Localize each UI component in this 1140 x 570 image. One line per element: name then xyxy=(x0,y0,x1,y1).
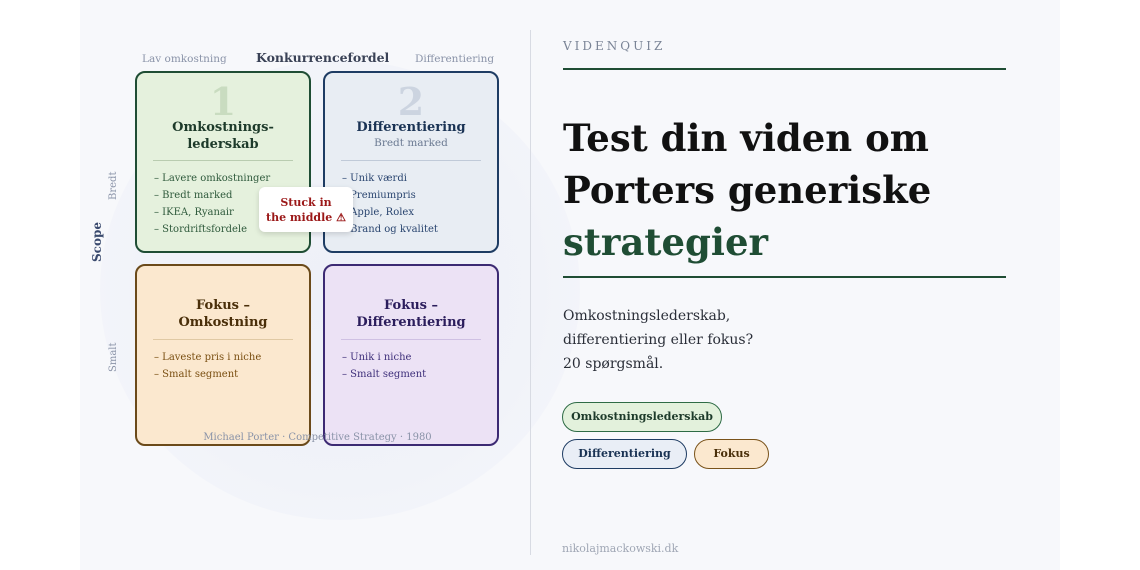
source-credit: Michael Porter · Competitive Strategy · … xyxy=(203,432,432,443)
quadrant-number: 2 xyxy=(397,79,425,124)
headline-line: Test din viden om xyxy=(563,116,929,160)
quadrant-title: Fokus –Differentiering xyxy=(356,298,466,330)
stuck-in-the-middle-callout: Stuck in the middle ⚠ xyxy=(259,187,353,232)
divider xyxy=(153,160,293,161)
list-item: – Bredt marked xyxy=(154,190,233,201)
callout-line: the middle ⚠ xyxy=(266,211,346,224)
headline-accent: strategier xyxy=(563,220,768,264)
quadrant-items: – Lavere omkostninger – Bredt marked – I… xyxy=(154,170,301,238)
quadrant-items: – Unik i niche – Smalt segment xyxy=(342,349,489,383)
eyebrow-label: VIDENQUIZ xyxy=(563,39,666,53)
bottom-rule xyxy=(563,276,1006,278)
axis-broad-label: Bredt xyxy=(108,171,119,200)
axis-competitive-advantage-title: Konkurrencefordel xyxy=(256,50,390,65)
description-line: 20 spørgsmål. xyxy=(563,356,664,372)
divider xyxy=(153,339,293,340)
quadrant-items: – Unik værdi – Premiumpris – Apple, Role… xyxy=(342,170,489,238)
list-item: – Smalt segment xyxy=(342,369,427,380)
vertical-divider xyxy=(530,30,531,555)
quadrant-focus-differentiation: Fokus –Differentiering – Unik i niche – … xyxy=(323,264,499,446)
list-item: – IKEA, Ryanair xyxy=(154,207,234,218)
description: Omkostningslederskab, differentiering el… xyxy=(563,304,863,376)
quadrant-title: Fokus –Omkostning xyxy=(178,298,268,330)
axis-narrow-label: Smalt xyxy=(108,342,119,372)
headline-line: Porters generiske xyxy=(563,168,932,212)
list-item: – Unik i niche xyxy=(342,352,412,363)
list-item: – Unik værdi xyxy=(342,173,407,184)
top-rule xyxy=(563,68,1006,70)
list-item: – Smalt segment xyxy=(154,369,239,380)
list-item: – Stordriftsfordele xyxy=(154,224,248,235)
list-item: – Lavere omkostninger xyxy=(154,173,271,184)
axis-scope-title: Scope xyxy=(90,221,104,262)
description-line: Omkostningslederskab, xyxy=(563,308,731,324)
page-canvas: Lav omkostning Konkurrencefordel Differe… xyxy=(80,0,1060,570)
list-item: – Premiumpris xyxy=(342,190,416,201)
quadrant-number: 1 xyxy=(209,79,237,124)
quadrant-title: Omkostnings-lederskab xyxy=(172,120,274,152)
divider xyxy=(341,160,481,161)
divider xyxy=(341,339,481,340)
quadrant-focus-cost: Fokus –Omkostning – Laveste pris i niche… xyxy=(135,264,311,446)
axis-differentiation-label: Differentiering xyxy=(415,53,495,65)
axis-low-cost-label: Lav omkostning xyxy=(142,53,227,65)
headline: Test din viden om Porters generiske stra… xyxy=(563,112,1003,268)
footer-url[interactable]: nikolajmackowski.dk xyxy=(562,542,679,555)
chip-cost-leadership[interactable]: Omkostningslederskab xyxy=(562,402,722,432)
chip-differentiation[interactable]: Differentiering xyxy=(562,439,687,469)
list-item: – Brand og kvalitet xyxy=(342,224,438,235)
list-item: – Laveste pris i niche xyxy=(154,352,262,363)
quadrant-cost-leadership: 1 Omkostnings-lederskab – Lavere omkostn… xyxy=(135,71,311,253)
quadrant-items: – Laveste pris i niche – Smalt segment xyxy=(154,349,301,383)
quadrant-title: Differentiering xyxy=(356,120,466,135)
list-item: – Apple, Rolex xyxy=(342,207,414,218)
description-line: differentiering eller fokus? xyxy=(563,332,754,348)
callout-line: Stuck in xyxy=(280,196,332,209)
chip-focus[interactable]: Fokus xyxy=(694,439,769,469)
quadrant-subtitle: Bredt marked xyxy=(374,137,448,149)
